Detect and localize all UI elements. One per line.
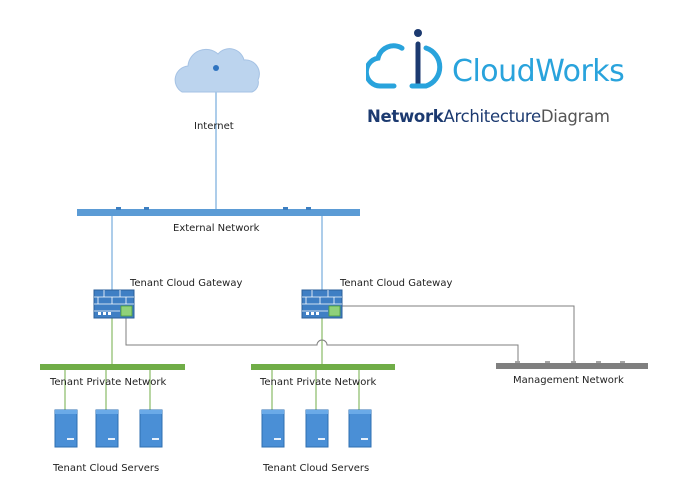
subtitle-architecture: Architecture [443,107,541,126]
servers-left-label: Tenant Cloud Servers [53,463,160,474]
external-network-bus [77,207,360,216]
cloud-icon [174,48,260,93]
private-network-bus-right [251,364,395,370]
server-icon [54,409,78,448]
gateway-left-label: Tenant Cloud Gateway [130,278,243,289]
server-icon [139,409,163,448]
connection-lines [64,68,575,410]
servers-right-label: Tenant Cloud Servers [263,463,370,474]
gateway-right-mgmt-link [340,305,575,364]
gateway-right-label: Tenant Cloud Gateway [340,278,453,289]
private-network-bus-left [40,364,185,370]
server-icon [261,409,285,448]
management-network-bus [496,361,648,369]
subtitle-diagram: Diagram [540,107,610,126]
brand-name: CloudWorks [452,54,625,89]
server-icon [348,409,372,448]
private-network-left-label: Tenant Private Network [50,377,167,388]
firewall-gateway-icon [301,289,343,319]
private-network-right-label: Tenant Private Network [260,377,377,388]
cloudworks-logo-icon [366,29,443,89]
firewall-gateway-icon [93,289,135,319]
subtitle-network: Network [367,107,444,126]
management-network-label: Management Network [513,375,624,386]
diagram-subtitle: NetworkArchitectureDiagram [367,107,610,126]
server-icon [95,409,119,448]
gateway-left-mgmt-link [125,318,519,364]
server-icon [305,409,329,448]
external-network-label: External Network [173,223,260,234]
internet-label: Internet [194,121,234,132]
